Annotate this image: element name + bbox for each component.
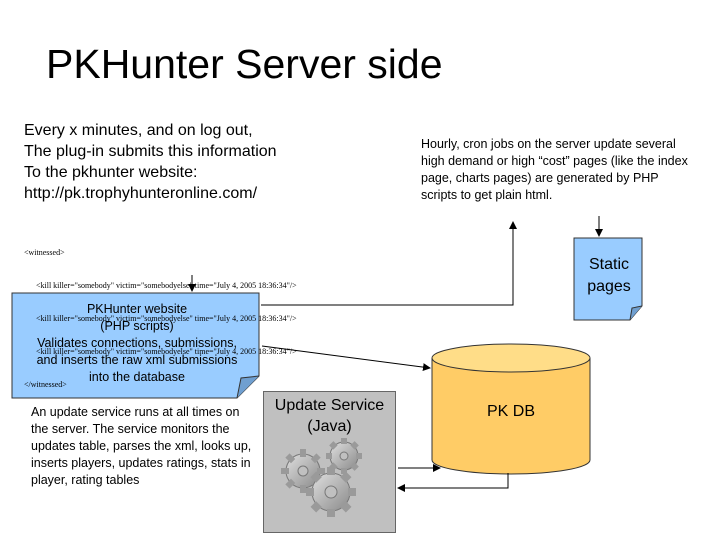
page-title: PKHunter Server side xyxy=(46,41,443,87)
xml-sample: <witnessed> <kill killer="somebody" vict… xyxy=(24,225,297,401)
website-box-line: PKHunter website xyxy=(86,302,188,316)
update-service-subtitle: (Java) xyxy=(307,418,352,435)
static-pages-fold xyxy=(629,305,643,321)
cron-note: Hourly, cron jobs on the server update s… xyxy=(421,137,688,202)
static-pages-line: Static xyxy=(588,256,629,273)
intro-text: Every x minutes, and on log out, The plu… xyxy=(24,120,277,204)
database-label: PK DB xyxy=(486,403,535,420)
update-service-title: Update Service xyxy=(274,397,385,414)
arrow-db-to-service xyxy=(397,473,509,492)
xml-line: </witnessed> xyxy=(24,380,67,389)
intro-line: The plug-in submits this information xyxy=(24,143,277,160)
xml-line: <kill killer="somebody" victim="somebody… xyxy=(24,314,297,323)
website-box-line: (PHP scripts) xyxy=(100,319,174,333)
gears-icon xyxy=(281,438,362,517)
static-pages-text: Static pages xyxy=(577,254,641,298)
intro-url: http://pk.trophyhunteronline.com/ xyxy=(24,185,258,202)
website-box-line: Validates connections, submissions, xyxy=(37,336,237,350)
intro-line: Every x minutes, and on log out, xyxy=(24,122,253,139)
update-service-description: An update service runs at all times on t… xyxy=(31,405,252,487)
website-box-line: and inserts the raw xml submissions xyxy=(36,353,238,367)
xml-line: <kill killer="somebody" victim="somebody… xyxy=(24,347,297,356)
arrow-website-to-cron xyxy=(261,221,517,306)
update-service-label: Update Service (Java) xyxy=(263,395,396,437)
xml-line: <kill killer="somebody" victim="somebody… xyxy=(24,281,297,290)
xml-line: <witnessed> xyxy=(24,248,65,257)
arrow-website-to-db xyxy=(261,345,431,372)
website-box-text: PKHunter website (PHP scripts) Validates… xyxy=(14,301,260,386)
website-box-line: into the database xyxy=(89,370,185,384)
website-box-fold xyxy=(236,375,260,399)
intro-line: To the pkhunter website: xyxy=(24,164,198,181)
database-cylinder xyxy=(431,343,591,475)
static-pages-line: pages xyxy=(587,278,631,295)
